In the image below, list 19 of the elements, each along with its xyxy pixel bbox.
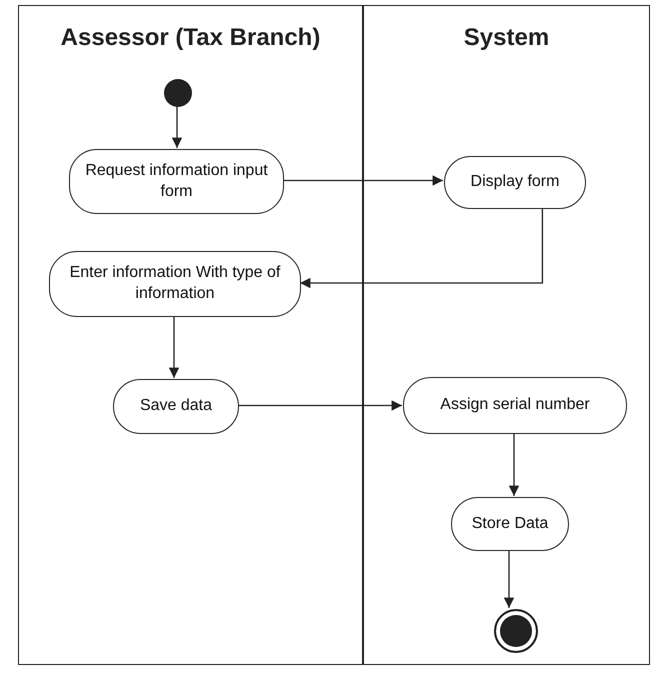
arrow <box>168 316 180 378</box>
activity-box: Request information input form <box>69 149 284 214</box>
arrow <box>504 550 514 608</box>
arrow <box>283 175 443 186</box>
activity-box: Enter information With type of information <box>49 251 301 317</box>
lane-heading: Assessor (Tax Branch) <box>60 24 320 52</box>
arrow <box>238 400 402 411</box>
activity-box: Assign serial number <box>403 377 627 434</box>
activity-box: Display form <box>444 156 586 209</box>
swimlane <box>18 5 363 665</box>
lane-heading: System <box>464 24 550 52</box>
final-node <box>494 609 538 653</box>
activity-box: Save data <box>113 379 239 434</box>
initial-node <box>164 79 192 107</box>
arrow <box>300 208 544 288</box>
activity-box: Store Data <box>451 497 569 551</box>
swimlane <box>363 5 650 665</box>
arrow <box>172 106 182 148</box>
arrow <box>508 433 520 496</box>
